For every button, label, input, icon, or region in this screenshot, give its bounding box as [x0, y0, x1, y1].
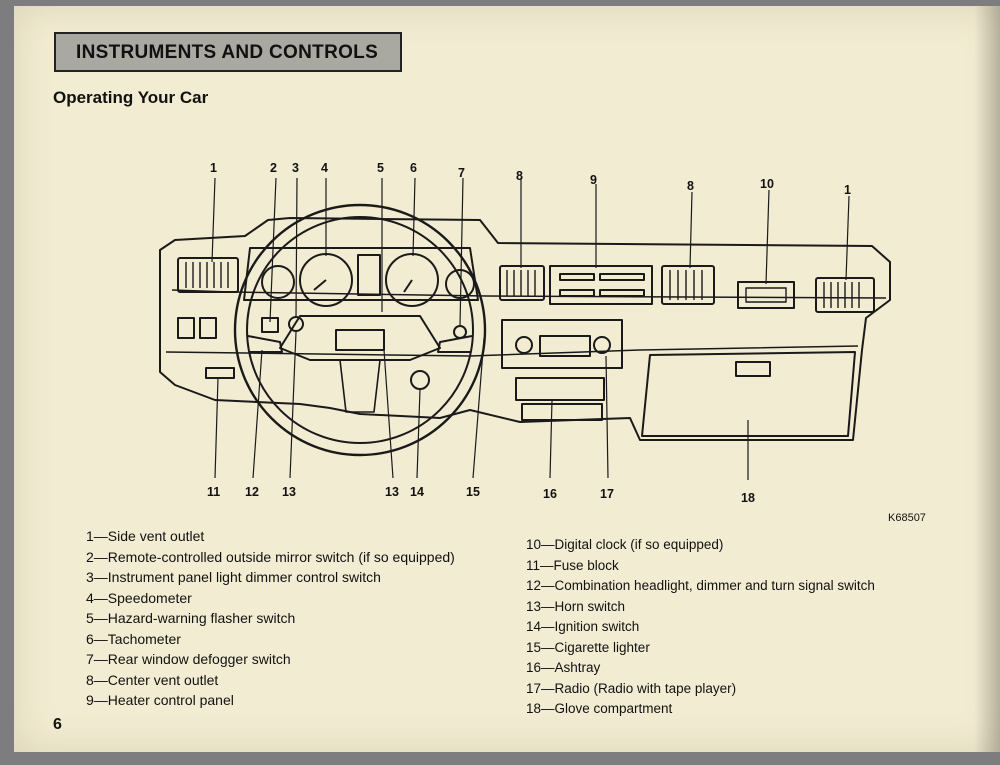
- heater-lever-2: [559, 289, 595, 297]
- legend-item: 4—Speedometer: [86, 589, 192, 606]
- callout-8-right: 8: [687, 179, 694, 193]
- digital-clock-display: [745, 287, 787, 303]
- callout-2: 2: [270, 161, 277, 175]
- center-vent-left: [499, 265, 545, 301]
- legend-item: 15—Cigarette lighter: [526, 639, 650, 655]
- legend-item: 14—Ignition switch: [526, 619, 640, 634]
- rear-defogger-switch: [453, 325, 467, 339]
- legend-list-right: 10—Digital clock (if so equipped) 11—Fus…: [526, 537, 875, 722]
- center-vent-right: [661, 265, 715, 305]
- legend-item: 5—Hazard-warning flasher switch: [86, 610, 296, 626]
- legend-item: 12—Combination headlight, dimmer and tur…: [526, 578, 875, 593]
- callout-5: 5: [377, 161, 384, 175]
- callout-8-left: 8: [516, 169, 523, 183]
- legend-item: 10—Digital clock (if so equipped): [526, 537, 724, 552]
- left-switch-2: [199, 317, 217, 339]
- page-number: 6: [53, 716, 62, 733]
- leader-lines: [211, 177, 850, 480]
- glove-compartment-latch: [735, 361, 771, 377]
- legend-item: 8—Center vent outlet: [86, 671, 219, 688]
- left-side-vent-louvers: [185, 262, 229, 288]
- instrument-cluster-hood: [243, 247, 479, 301]
- legend-item: 2—Remote-controlled outside mirror switc…: [86, 548, 455, 565]
- heater-lever-3: [599, 273, 645, 281]
- tachometer-gauge: [385, 253, 439, 307]
- glove-compartment: [641, 351, 856, 437]
- warning-light-panel: [357, 254, 381, 296]
- legend-list-left: 1—Side vent outlet 2—Remote-controlled o…: [86, 528, 455, 713]
- callout-4: 4: [321, 161, 328, 175]
- center-vent-left-louvers: [506, 270, 536, 296]
- right-side-vent-louvers: [823, 282, 860, 308]
- steering-wheel-hub: [279, 315, 441, 361]
- steering-column: [339, 359, 381, 413]
- legend-item: 13—Horn switch: [526, 598, 626, 614]
- callout-labels: 1 2 3 4 5 6 7 8 9 8 10 1 11 12 13 13 14 …: [207, 161, 851, 505]
- subsection-title: Operating Your Car: [53, 88, 209, 107]
- left-side-vent: [177, 257, 239, 293]
- callout-17: 17: [600, 487, 614, 501]
- center-vent-right-louvers: [669, 270, 703, 300]
- legend-item: 7—Rear window defogger switch: [86, 651, 291, 667]
- heater-lever-1: [559, 273, 595, 281]
- left-switch-1: [177, 317, 195, 339]
- heater-control-panel: [549, 265, 653, 305]
- radio-knob-right: [593, 336, 611, 354]
- dashboard-outline: [159, 217, 891, 441]
- callout-16: 16: [543, 487, 557, 501]
- dashboard-upper-band: [171, 289, 887, 299]
- section-header-title: INSTRUMENTS AND CONTROLS: [76, 42, 379, 63]
- callout-12: 12: [245, 485, 259, 499]
- legend-item: 16—Ashtray: [526, 660, 601, 675]
- callout-3: 3: [292, 161, 299, 175]
- callout-18: 18: [741, 491, 755, 505]
- callout-13-right: 13: [385, 485, 399, 499]
- legend-item: 11—Fuse block: [526, 557, 619, 573]
- callout-1-right: 1: [844, 183, 851, 197]
- callout-1: 1: [210, 161, 217, 175]
- legend-item: 1—Side vent outlet: [86, 528, 205, 544]
- steering-wheel-spoke-right: [437, 335, 473, 353]
- horn-pad: [335, 329, 385, 351]
- ignition-switch: [410, 370, 430, 390]
- dashboard-lower-band: [165, 345, 859, 357]
- diagram-reference-code: K68507: [888, 512, 926, 524]
- callout-7: 7: [458, 166, 465, 180]
- radio-display: [539, 335, 591, 357]
- callout-14: 14: [410, 485, 424, 499]
- legend-item: 17—Radio (Radio with tape player): [526, 680, 737, 696]
- steering-wheel-spoke-left: [247, 335, 283, 353]
- callout-15: 15: [466, 485, 480, 499]
- callout-11: 11: [207, 485, 220, 499]
- right-side-vent: [815, 277, 875, 313]
- legend-item: 3—Instrument panel light dimmer control …: [86, 569, 381, 585]
- legend-item: 6—Tachometer: [86, 630, 181, 647]
- page-spine-shadow: [974, 6, 1000, 752]
- callout-13-left: 13: [282, 485, 296, 499]
- ashtray: [515, 377, 605, 401]
- callout-6: 6: [410, 161, 417, 175]
- section-header-box: INSTRUMENTS AND CONTROLS: [54, 32, 402, 72]
- callout-9: 9: [590, 173, 597, 187]
- legend-item: 18—Glove compartment: [526, 701, 673, 716]
- steering-wheel-rim-outer: [233, 203, 487, 457]
- heater-lever-4: [599, 289, 645, 297]
- callout-10: 10: [760, 177, 774, 191]
- radio-knob-left: [515, 336, 533, 354]
- steering-wheel-rim-inner: [246, 216, 474, 444]
- fuse-block-cover: [205, 367, 235, 379]
- legend-item: 9—Heater control panel: [86, 692, 234, 708]
- manual-page: [14, 6, 1000, 752]
- left-small-gauge: [261, 265, 295, 299]
- radio-unit: [501, 319, 623, 369]
- ashtray-front: [521, 403, 603, 421]
- right-small-gauge: [445, 269, 475, 299]
